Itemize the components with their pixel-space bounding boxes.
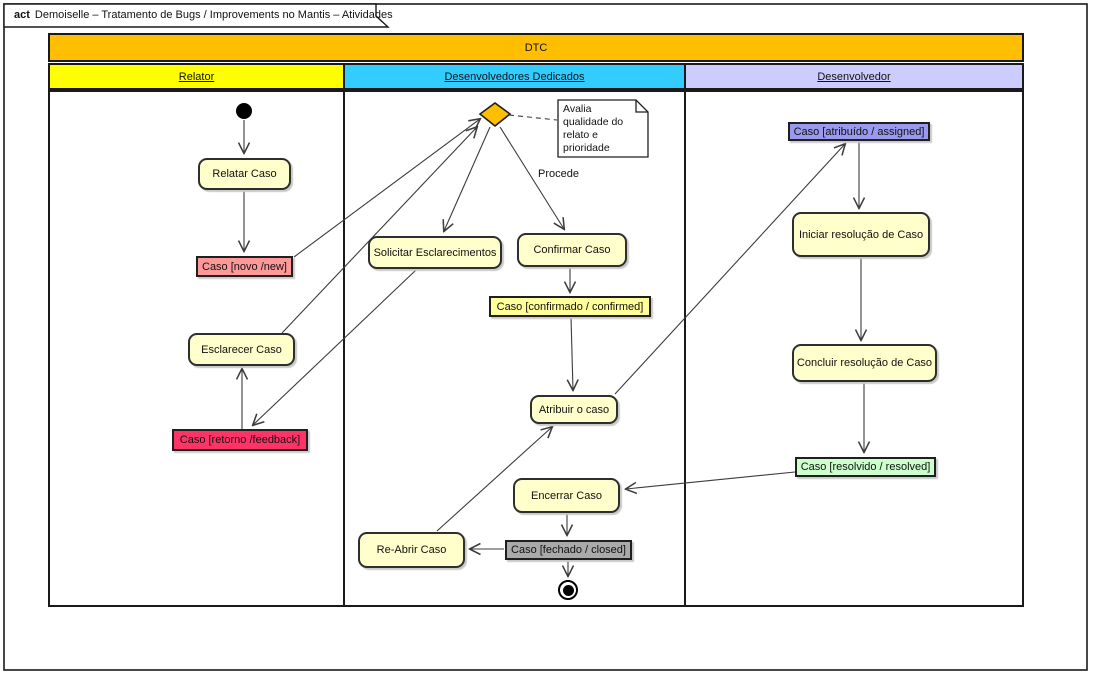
final-node-dot <box>562 584 574 596</box>
lane-header-relator: Relator <box>48 63 345 90</box>
lane-body-desenvolvedores-dedicados <box>343 90 686 607</box>
action-encerrar-caso-label: Encerrar Caso <box>531 489 602 502</box>
action-iniciar-resolucao: Iniciar resolução de Caso <box>792 212 930 257</box>
action-relatar-caso: Relatar Caso <box>198 158 291 190</box>
action-esclarecer-caso-label: Esclarecer Caso <box>201 343 282 356</box>
action-encerrar-caso: Encerrar Caso <box>513 478 620 513</box>
action-relatar-caso-label: Relatar Caso <box>212 168 277 180</box>
object-caso-fechado: Caso [fechado / closed] <box>505 540 632 560</box>
object-caso-fechado-label: Caso [fechado / closed] <box>511 544 626 556</box>
lane-header-desenvolvedores-dedicados: Desenvolvedores Dedicados <box>343 63 686 90</box>
action-confirmar-caso: Confirmar Caso <box>517 233 627 267</box>
action-atribuir-o-caso-label: Atribuir o caso <box>538 403 610 416</box>
action-reabrir-caso: Re-Abrir Caso <box>358 532 465 568</box>
object-caso-novo-label: Caso [novo /new] <box>202 260 287 273</box>
frame-keyword: act <box>14 9 30 21</box>
action-reabrir-caso-label: Re-Abrir Caso <box>376 544 447 556</box>
edge-label-procede: Procede <box>538 168 579 180</box>
lane-label-relator: Relator <box>178 70 215 83</box>
note-avalia-qualidade: Avalia qualidade do relato e prioridade <box>563 103 624 154</box>
object-caso-retorno-label: Caso [retorno /feedback] <box>179 434 301 446</box>
action-solicitar-esclarecimentos-label: Solicitar Esclarecimentos <box>373 246 497 259</box>
object-caso-resolvido: Caso [resolvido / resolved] <box>795 457 936 477</box>
action-esclarecer-caso: Esclarecer Caso <box>188 333 295 366</box>
final-node <box>558 580 578 600</box>
pool-label: DTC <box>524 41 548 54</box>
action-solicitar-esclarecimentos: Solicitar Esclarecimentos <box>368 236 502 269</box>
action-iniciar-resolucao-label: Iniciar resolução de Caso <box>798 228 924 241</box>
initial-node <box>236 103 252 119</box>
frame-title-text: Demoiselle – Tratamento de Bugs / Improv… <box>34 9 393 21</box>
object-caso-retorno: Caso [retorno /feedback] <box>172 429 308 451</box>
object-caso-confirmado: Caso [confirmado / confirmed] <box>489 296 651 317</box>
object-caso-atribuido: Caso [atribuído / assigned] <box>788 122 930 141</box>
lane-label-desenvolvedor: Desenvolvedor <box>817 70 891 83</box>
pool-header-dtc: DTC <box>48 33 1024 62</box>
object-caso-atribuido-label: Caso [atribuído / assigned] <box>793 125 925 138</box>
action-concluir-resolucao-label: Concluir resolução de Caso <box>796 357 933 369</box>
action-atribuir-o-caso: Atribuir o caso <box>530 395 618 424</box>
object-caso-novo: Caso [novo /new] <box>196 256 293 277</box>
object-caso-resolvido-label: Caso [resolvido / resolved] <box>800 461 931 473</box>
diagram-frame-title: act Demoiselle – Tratamento de Bugs / Imp… <box>14 9 393 21</box>
lane-header-desenvolvedor: Desenvolvedor <box>684 63 1024 90</box>
lane-label-desenvolvedores-dedicados: Desenvolvedores Dedicados <box>444 70 585 83</box>
action-confirmar-caso-label: Confirmar Caso <box>533 244 611 256</box>
action-concluir-resolucao: Concluir resolução de Caso <box>792 344 937 382</box>
object-caso-confirmado-label: Caso [confirmado / confirmed] <box>496 300 644 313</box>
